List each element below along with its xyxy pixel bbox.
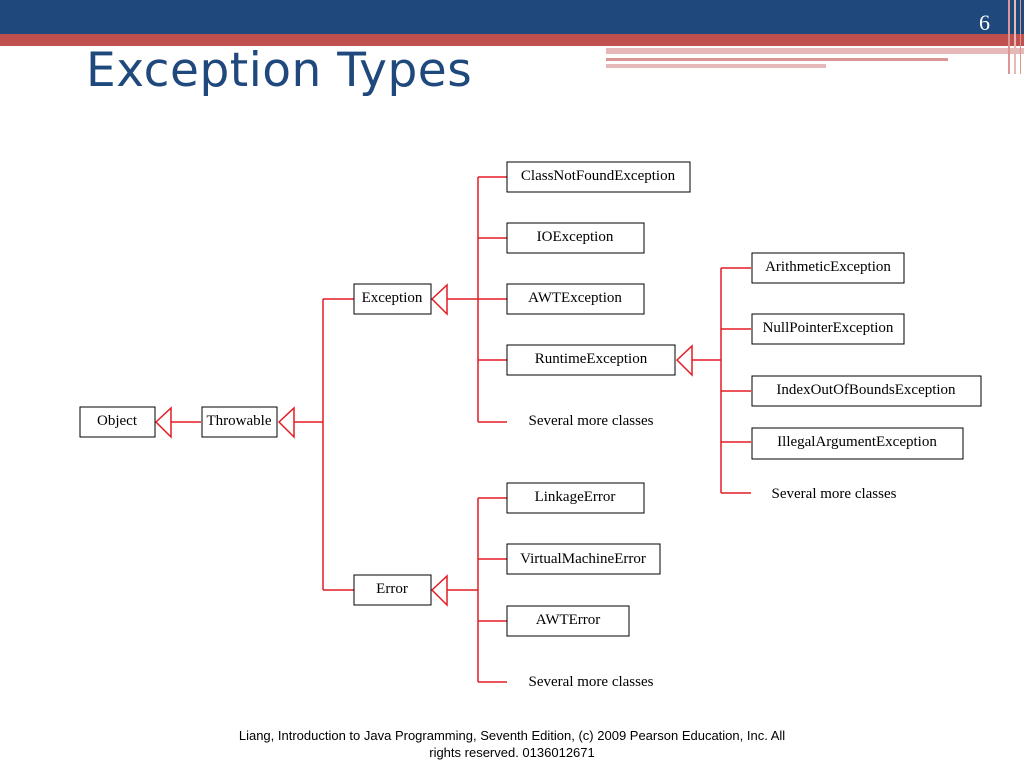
node-awt-error: AWTError: [536, 612, 601, 628]
node-box-exception: [353, 283, 432, 315]
header-bar-red: [0, 34, 1024, 46]
inheritance-arrow: [430, 574, 448, 607]
connector-lines: [154, 176, 751, 683]
node-index-out-of-bounds-exception: IndexOutOfBoundsException: [776, 382, 956, 398]
decorative-vertical-stripe: [1008, 0, 1010, 74]
node-illegal-argument-exception: IllegalArgumentException: [777, 434, 937, 450]
decorative-stripe: [606, 64, 826, 68]
node-box-illegal-argument: [751, 427, 964, 460]
node-box-runtime-exception: [506, 344, 676, 376]
class-boxes: [79, 161, 982, 637]
decorative-stripe: [606, 58, 948, 61]
node-box-null-pointer: [751, 313, 905, 345]
footer-credit: Liang, Introduction to Java Programming,…: [0, 727, 1024, 761]
node-runtime-exception: RuntimeException: [535, 351, 648, 367]
node-box-index-out-of-bounds: [751, 375, 982, 407]
node-box-error: [353, 574, 432, 606]
inheritance-arrow: [430, 283, 448, 316]
slide-number: 6: [979, 10, 990, 35]
class-labels: Object Throwable Exception Error ClassNo…: [97, 168, 956, 690]
node-null-pointer-exception: NullPointerException: [763, 320, 894, 336]
node-io-exception: IOException: [537, 229, 614, 245]
slide-title: Exception Types: [86, 43, 473, 98]
node-virtual-machine-error: VirtualMachineError: [520, 551, 646, 567]
node-box-throwable: [201, 406, 278, 438]
node-runtime-more: Several more classes: [772, 486, 897, 502]
node-exception: Exception: [362, 290, 423, 306]
node-object: Object: [97, 413, 138, 429]
node-error: Error: [376, 581, 408, 597]
inheritance-arrow: [675, 344, 693, 377]
footer-line-2: rights reserved. 0136012671: [429, 745, 595, 760]
decorative-vertical-stripe: [1020, 0, 1021, 74]
decorative-stripe: [606, 48, 1024, 54]
node-awt-exception: AWTException: [528, 290, 622, 306]
node-class-not-found-exception: ClassNotFoundException: [521, 168, 676, 184]
inheritance-arrow: [277, 406, 295, 439]
node-box-io-exception: [506, 222, 645, 254]
node-linkage-error: LinkageError: [535, 489, 616, 505]
inheritance-arrow: [154, 406, 172, 439]
node-box-object: [79, 406, 156, 438]
decorative-vertical-stripe: [1014, 0, 1016, 74]
node-box-virtual-machine-error: [506, 543, 661, 575]
header-bar-blue: [0, 0, 1024, 34]
node-box-awt-exception: [506, 283, 645, 315]
node-throwable: Throwable: [207, 413, 272, 429]
node-box-class-not-found: [506, 161, 691, 193]
node-exception-more: Several more classes: [529, 413, 654, 429]
footer-line-1: Liang, Introduction to Java Programming,…: [238, 728, 786, 743]
node-arithmetic-exception: ArithmeticException: [765, 259, 891, 275]
node-box-awt-error: [506, 605, 630, 637]
node-box-arithmetic: [751, 252, 905, 284]
node-box-linkage-error: [506, 482, 645, 514]
node-error-more: Several more classes: [529, 674, 654, 690]
